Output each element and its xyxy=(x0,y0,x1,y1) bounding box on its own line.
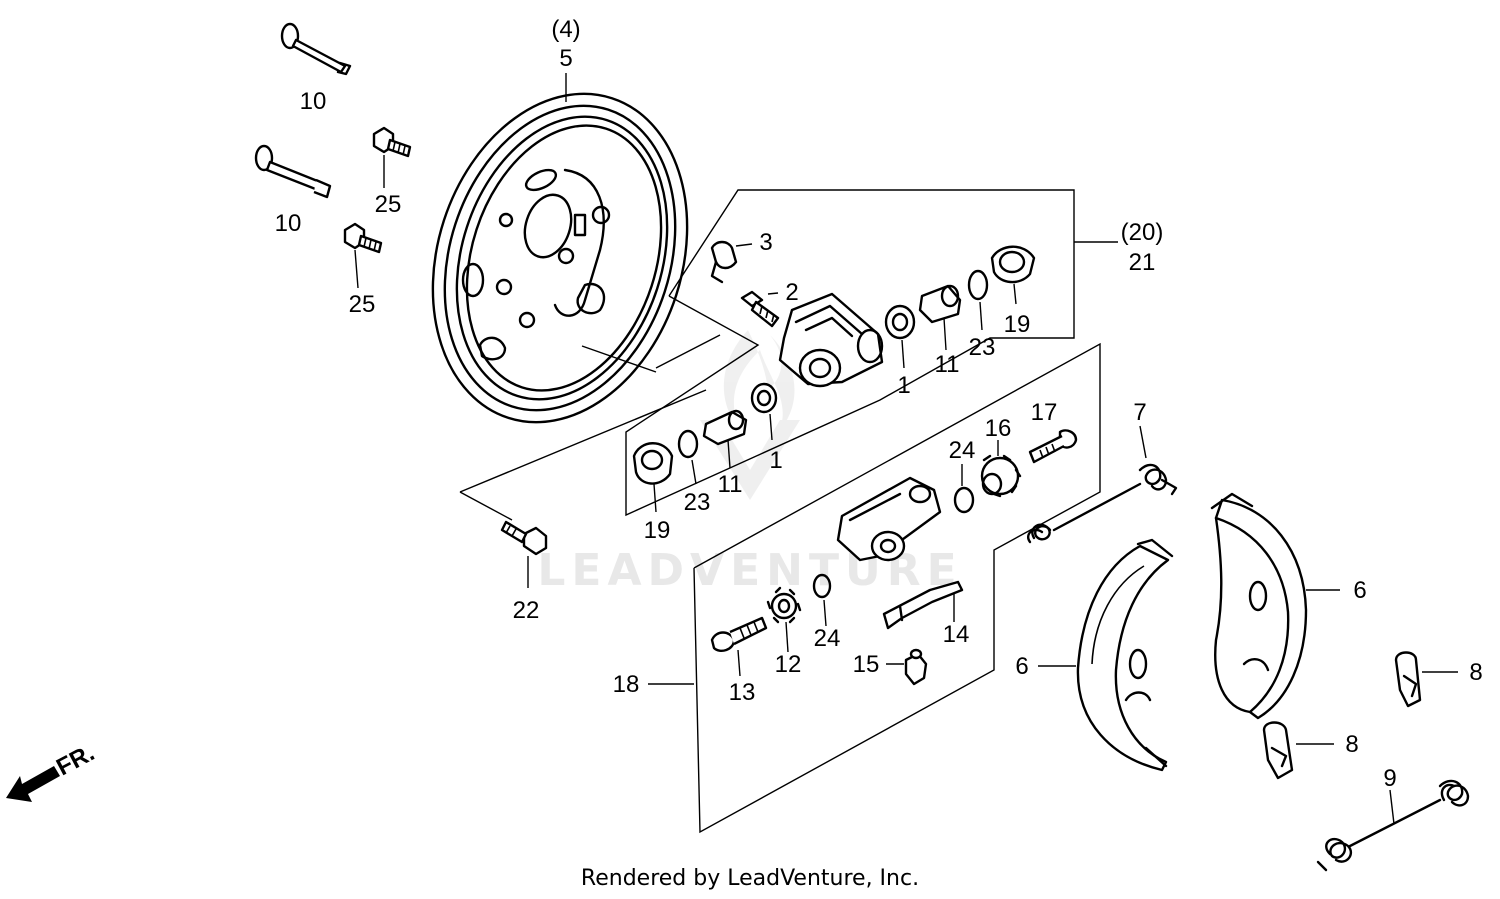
star-wheel-12 xyxy=(766,586,802,653)
adjuster-bolt-17 xyxy=(1028,429,1078,464)
callout-7: 7 xyxy=(1133,399,1146,426)
callout-17: 17 xyxy=(1031,399,1058,426)
callout-23-lower: 23 xyxy=(684,489,711,516)
callout-4-5: (4) 5 xyxy=(551,16,581,102)
callout-4: (4) xyxy=(551,16,580,43)
washer-24-lower xyxy=(812,573,832,627)
anchor-pin-10-top xyxy=(280,22,352,76)
return-spring-9 xyxy=(1316,779,1470,872)
callout-1-lower: 1 xyxy=(769,447,782,474)
adjuster-plate-14 xyxy=(882,580,964,630)
adjuster-body xyxy=(836,476,942,562)
shoe-clip-8-right xyxy=(1394,651,1458,708)
cylinder-cup-1-upper xyxy=(884,304,916,369)
callout-16: 16 xyxy=(985,415,1012,442)
callout-8-lower: 8 xyxy=(1345,731,1358,758)
cylinder-piston-11-upper xyxy=(918,284,962,351)
front-direction-arrow-icon xyxy=(6,766,60,802)
callout-22: 22 xyxy=(513,597,540,624)
bleeder-screw-2 xyxy=(740,290,780,328)
callout-11-lower: 11 xyxy=(718,471,743,498)
brake-shoe-6-left xyxy=(1038,538,1174,772)
callout-20: (20) xyxy=(1121,219,1164,246)
callout-8-right: 8 xyxy=(1469,659,1482,686)
callout-23-upper: 23 xyxy=(969,334,996,361)
callout-14: 14 xyxy=(943,621,970,648)
callout-12: 12 xyxy=(775,651,802,678)
footer-credit: Rendered by LeadVenture, Inc. xyxy=(580,866,920,891)
callout-10-top: 10 xyxy=(300,88,327,115)
shoe-clip-8-lower xyxy=(1262,721,1334,780)
callout-6-left: 6 xyxy=(1015,653,1028,680)
bolt-25-top xyxy=(372,126,412,158)
callout-6-right: 6 xyxy=(1353,577,1366,604)
callout-24-upper: 24 xyxy=(949,437,976,464)
callout-13: 13 xyxy=(729,679,756,706)
callout-19-lower: 19 xyxy=(644,517,671,544)
callout-15: 15 xyxy=(853,651,880,678)
dust-boot-19-upper xyxy=(990,245,1036,305)
front-direction-marker: FR. xyxy=(6,739,99,802)
callout-9: 9 xyxy=(1383,765,1396,792)
callout-3: 3 xyxy=(759,229,772,256)
callout-25-top: 25 xyxy=(375,191,402,218)
adjuster-wheel-16 xyxy=(980,440,1022,498)
callout-10-bottom: 10 xyxy=(275,210,302,237)
cylinder-cup-1-lower xyxy=(750,382,778,441)
callout-1-upper: 1 xyxy=(897,372,910,399)
dust-boot-19-lower xyxy=(632,442,674,513)
brake-shoe-6-right xyxy=(1210,492,1340,720)
callout-25-bottom: 25 xyxy=(349,291,376,318)
callout-21: 21 xyxy=(1129,249,1156,276)
grease-fitting-15 xyxy=(886,648,928,686)
callout-24-lower: 24 xyxy=(814,625,841,652)
brake-panel xyxy=(431,92,689,424)
bolt-25-bottom xyxy=(343,222,383,254)
callout-5: 5 xyxy=(559,45,572,72)
anchor-pin-10-bottom xyxy=(254,144,332,199)
cylinder-piston-11-lower xyxy=(702,409,748,469)
circlip-23-lower xyxy=(677,429,699,485)
bolt-22 xyxy=(500,520,548,588)
return-spring-7 xyxy=(1027,425,1178,544)
wheel-cylinder-assembly-boundary xyxy=(625,189,1118,517)
circlip-23-upper xyxy=(967,269,989,331)
callout-11-upper: 11 xyxy=(935,351,960,378)
callout-18: 18 xyxy=(613,671,640,698)
callout-19-upper: 19 xyxy=(1004,311,1031,338)
washer-24-upper xyxy=(953,464,975,514)
adjuster-assembly-boundary xyxy=(648,342,1101,834)
wheel-cylinder-body xyxy=(778,292,884,388)
adjuster-screw-13 xyxy=(710,616,768,677)
bleeder-cap-3 xyxy=(710,240,753,284)
callout-2: 2 xyxy=(785,279,798,306)
